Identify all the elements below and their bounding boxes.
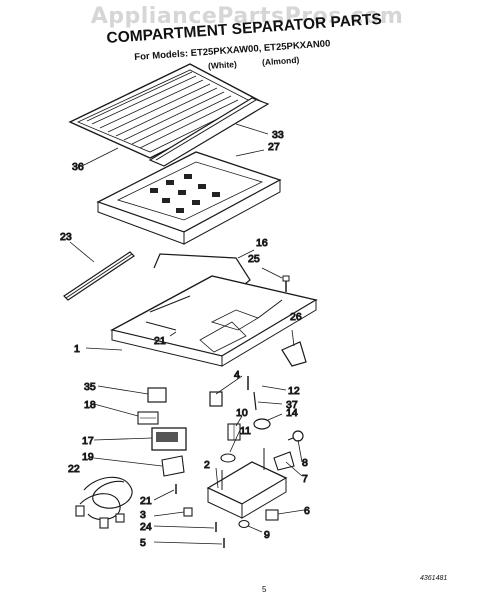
part-8-lamp bbox=[287, 430, 304, 442]
callout-26: 26 bbox=[290, 311, 302, 323]
callout-6: 6 bbox=[304, 505, 310, 517]
callout-11: 11 bbox=[240, 425, 251, 437]
part-3-clip bbox=[183, 507, 193, 517]
callout-4: 4 bbox=[234, 369, 240, 381]
callout-36: 36 bbox=[72, 161, 84, 173]
callout-2: 2 bbox=[204, 459, 210, 471]
part-37-screw bbox=[253, 391, 257, 411]
part-2-housing bbox=[206, 448, 288, 519]
part-16-wire bbox=[153, 253, 251, 289]
page-number: 5 bbox=[262, 585, 267, 594]
callout-17: 17 bbox=[82, 435, 94, 447]
part-35-block bbox=[147, 387, 167, 403]
part-19-clip bbox=[161, 455, 185, 477]
callout-21-top: 21 bbox=[154, 335, 166, 347]
callout-25: 25 bbox=[248, 253, 260, 265]
callout-18: 18 bbox=[84, 399, 96, 411]
watermark: AppliancePartsPros.com bbox=[90, 4, 404, 29]
callout-24: 24 bbox=[140, 521, 152, 533]
callout-21-bottom: 21 bbox=[140, 495, 152, 507]
callout-27: 27 bbox=[268, 141, 280, 153]
part-17-control-box bbox=[151, 427, 187, 451]
part-22-wire-harness bbox=[75, 476, 133, 529]
callout-22: 22 bbox=[68, 463, 80, 475]
callout-33: 33 bbox=[272, 129, 284, 141]
callout-7: 7 bbox=[302, 473, 308, 485]
callout-35: 35 bbox=[84, 381, 96, 393]
callout-16: 16 bbox=[256, 237, 268, 249]
callout-10: 10 bbox=[236, 407, 248, 419]
callout-19: 19 bbox=[82, 451, 94, 463]
callout-37: 37 bbox=[286, 399, 298, 411]
part-7-clip bbox=[273, 451, 295, 471]
part-23-strip bbox=[63, 251, 135, 301]
part-9-nut bbox=[238, 519, 250, 529]
callout-9: 9 bbox=[264, 529, 270, 541]
callout-12: 12 bbox=[288, 385, 300, 397]
callout-14: 14 bbox=[286, 407, 298, 419]
part-4-block bbox=[209, 391, 223, 407]
leader-lines bbox=[69, 123, 305, 545]
part-14-grommet bbox=[253, 418, 271, 430]
part-27-frame bbox=[96, 151, 282, 245]
reference-number: 4361481 bbox=[420, 575, 448, 582]
callout-3: 3 bbox=[140, 509, 146, 521]
part-18-clip bbox=[137, 411, 159, 425]
callout-5: 5 bbox=[140, 537, 146, 549]
part-6-block bbox=[265, 509, 279, 521]
callout-1: 1 bbox=[74, 343, 80, 355]
part-1-separator-panel bbox=[110, 275, 318, 367]
callout-8: 8 bbox=[302, 457, 308, 469]
part-10-switch bbox=[227, 423, 241, 441]
part-25-screw bbox=[282, 275, 290, 292]
part-33-trim-strip bbox=[148, 97, 270, 167]
callout-23: 23 bbox=[60, 231, 72, 243]
part-11-washer bbox=[220, 453, 236, 463]
